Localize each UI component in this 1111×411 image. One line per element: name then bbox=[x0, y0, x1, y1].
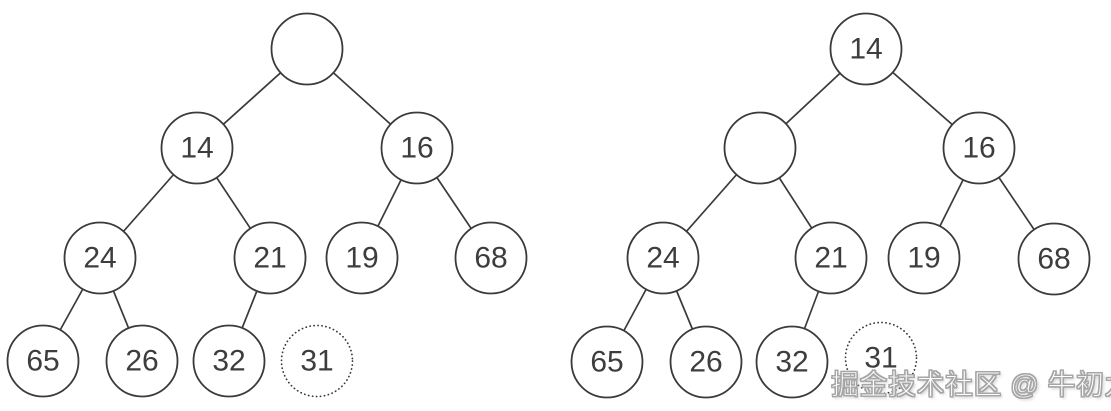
tree-after-node-32: 32 bbox=[755, 325, 829, 399]
tree-after-node-root-14: 14 bbox=[829, 12, 903, 86]
node-circle bbox=[570, 325, 644, 399]
node-label: 26 bbox=[125, 345, 158, 378]
node-label: 21 bbox=[253, 242, 286, 275]
tree-after-node-68: 68 bbox=[1017, 222, 1091, 296]
node-label: 14 bbox=[180, 132, 213, 165]
node-circle bbox=[794, 221, 868, 295]
node-circle bbox=[380, 111, 454, 185]
tree-before-node-65: 65 bbox=[6, 324, 80, 398]
node-circle bbox=[1017, 222, 1091, 296]
tree-after-node-19: 19 bbox=[887, 221, 961, 295]
tree-after-node-16: 16 bbox=[942, 111, 1016, 185]
node-label: 16 bbox=[962, 132, 995, 165]
node-label: 16 bbox=[400, 132, 433, 165]
node-label: 68 bbox=[474, 242, 507, 275]
node-label: 26 bbox=[689, 346, 722, 379]
watermark: 掘金技术社区 @ 牛初九 bbox=[831, 369, 1111, 401]
node-circle bbox=[325, 221, 399, 295]
tree-before-edges bbox=[42, 48, 492, 362]
node-circle bbox=[160, 111, 234, 185]
tree-before-node-26: 26 bbox=[105, 324, 179, 398]
tree-before-node-16: 16 bbox=[380, 111, 454, 185]
node-label: 21 bbox=[814, 242, 847, 275]
node-circle bbox=[192, 324, 266, 398]
node-circle-dotted bbox=[280, 324, 354, 398]
node-label: 19 bbox=[907, 242, 940, 275]
node-circle bbox=[233, 221, 307, 295]
tree-before-node-21: 21 bbox=[233, 221, 307, 295]
tree-after-edges bbox=[606, 48, 1055, 363]
node-label: 14 bbox=[849, 33, 882, 66]
node-circle bbox=[887, 221, 961, 295]
node-circle bbox=[669, 325, 743, 399]
node-circle bbox=[755, 325, 829, 399]
node-label: 65 bbox=[26, 345, 59, 378]
node-circle bbox=[942, 111, 1016, 185]
tree-before-node-31-pending: 31 bbox=[280, 324, 354, 398]
tree-before-node-14: 14 bbox=[160, 111, 234, 185]
node-label: 24 bbox=[646, 242, 679, 275]
node-label: 31 bbox=[300, 345, 333, 378]
node-circle bbox=[105, 324, 179, 398]
tree-after-node-31-pending: 31 bbox=[844, 321, 918, 395]
tree-before: 14 16 24 21 19 68 bbox=[6, 12, 528, 398]
node-label: 32 bbox=[775, 346, 808, 379]
tree-before-node-32: 32 bbox=[192, 324, 266, 398]
node-circle bbox=[626, 221, 700, 295]
tree-after-node-65: 65 bbox=[570, 325, 644, 399]
tree-after-node-21: 21 bbox=[794, 221, 868, 295]
tree-after-node-24: 24 bbox=[626, 221, 700, 295]
node-circle bbox=[454, 221, 528, 295]
node-label: 24 bbox=[83, 242, 116, 275]
node-label: 19 bbox=[345, 242, 378, 275]
tree-after-node-empty bbox=[723, 111, 797, 185]
node-circle bbox=[829, 12, 903, 86]
tree-before-node-24: 24 bbox=[63, 221, 137, 295]
tree-before-node-19: 19 bbox=[325, 221, 399, 295]
node-circle bbox=[6, 324, 80, 398]
node-circle bbox=[270, 12, 344, 86]
node-circle-dotted bbox=[844, 321, 918, 395]
node-label: 31 bbox=[864, 342, 897, 375]
tree-before-node-root-empty bbox=[270, 12, 344, 86]
node-label: 68 bbox=[1037, 243, 1070, 276]
node-circle bbox=[63, 221, 137, 295]
tree-after-node-26: 26 bbox=[669, 325, 743, 399]
node-circle bbox=[723, 111, 797, 185]
tree-before-node-68: 68 bbox=[454, 221, 528, 295]
tree-after: 14 16 24 21 19 bbox=[570, 12, 1091, 399]
node-label: 65 bbox=[590, 346, 623, 379]
node-label: 32 bbox=[212, 345, 245, 378]
